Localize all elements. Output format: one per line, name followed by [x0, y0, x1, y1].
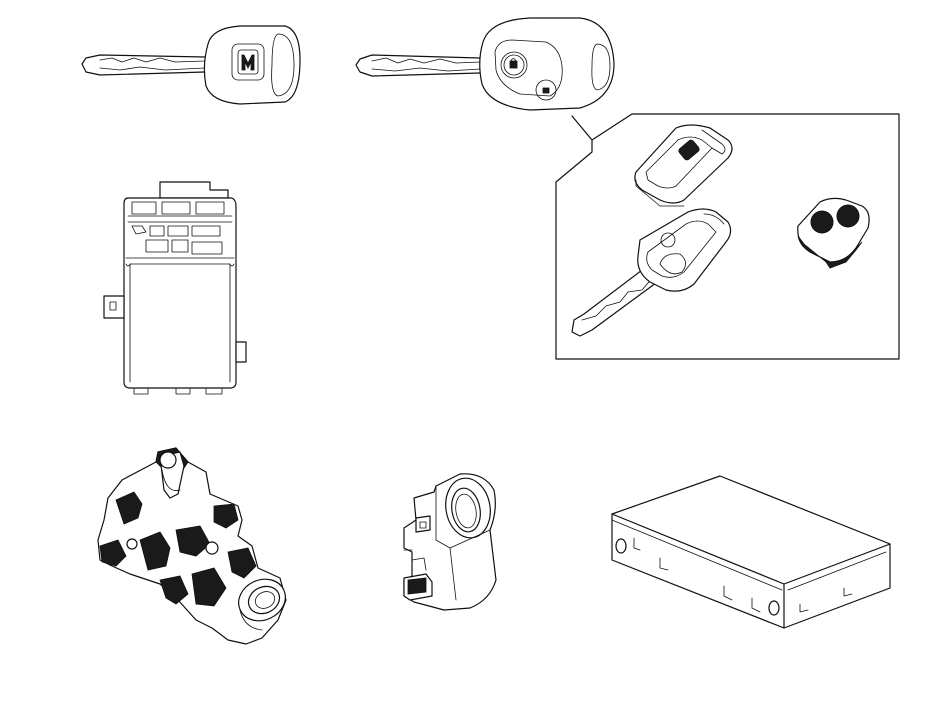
ignition-switch-icon[interactable]: [97, 447, 292, 645]
immobilizer-receiver-icon[interactable]: [403, 473, 497, 611]
control-module-box-icon[interactable]: [611, 475, 891, 629]
transponder-key-icon[interactable]: [81, 25, 301, 105]
remote-key-icon[interactable]: [355, 17, 615, 111]
remote-key-detail-icon[interactable]: [555, 113, 900, 360]
control-unit-icon[interactable]: [103, 181, 247, 395]
